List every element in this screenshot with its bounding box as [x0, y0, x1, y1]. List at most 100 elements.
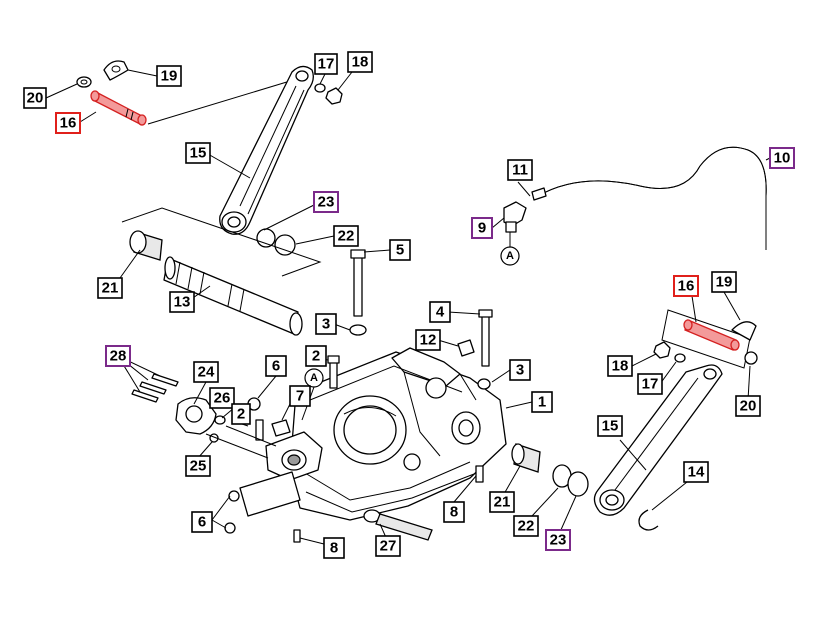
svg-text:21: 21 — [102, 280, 119, 297]
svg-text:22: 22 — [338, 228, 355, 245]
elbow-9 — [503, 201, 527, 227]
ref-marker-a-upper: A — [500, 232, 520, 266]
svg-text:20: 20 — [27, 90, 44, 107]
callout-19-upper: 19 — [156, 65, 182, 87]
washer-20-upper — [76, 76, 92, 88]
svg-text:12: 12 — [420, 332, 437, 349]
callout-16-upper: 16 — [55, 112, 81, 134]
lift-arm-15-upper — [219, 65, 343, 256]
svg-text:3: 3 — [322, 316, 330, 333]
callout-23-lower: 23 — [545, 529, 571, 551]
callout-17-lower: 17 — [637, 373, 663, 395]
nut-18-lower — [653, 341, 671, 359]
callout-4: 4 — [429, 301, 451, 323]
washer-17-upper — [314, 83, 326, 93]
svg-text:18: 18 — [612, 358, 629, 375]
svg-text:11: 11 — [512, 162, 528, 179]
bolt-5 — [349, 249, 367, 336]
pin-16-upper — [92, 91, 143, 125]
callout-14: 14 — [683, 461, 709, 483]
callout-5: 5 — [389, 239, 411, 261]
plug-12 — [457, 339, 475, 357]
circlip-14 — [638, 509, 659, 531]
part-7 — [271, 419, 291, 437]
callout-7: 7 — [289, 385, 311, 407]
lift-rod-10 — [503, 146, 767, 250]
washer-3-right — [477, 378, 491, 390]
callout-1: 1 — [531, 391, 553, 413]
callout-23-upper: 23 — [313, 191, 339, 213]
callout-22-lower: 22 — [513, 515, 539, 537]
callout-15-upper: 15 — [185, 142, 211, 164]
svg-text:15: 15 — [602, 418, 619, 435]
pin-8-right — [475, 465, 484, 483]
callout-19-lower: 19 — [711, 271, 737, 293]
washer-20-lower — [744, 351, 758, 365]
callout-12: 12 — [415, 329, 441, 351]
svg-text:1: 1 — [538, 394, 546, 411]
svg-text:8: 8 — [330, 540, 338, 557]
bolts-28 — [151, 373, 179, 387]
svg-text:17: 17 — [642, 376, 659, 393]
callout-3-left: 3 — [315, 313, 337, 335]
main-housing-1 — [289, 347, 507, 521]
callout-8-left: 8 — [323, 537, 345, 559]
callout-21-upper: 21 — [97, 277, 123, 299]
callout-9: 9 — [471, 217, 493, 239]
svg-text:8: 8 — [450, 504, 458, 521]
svg-text:19: 19 — [716, 274, 733, 291]
nut-6-lower-a — [228, 490, 240, 502]
bolt-4 — [478, 309, 493, 367]
right-bush-seals — [511, 443, 589, 497]
svg-text:22: 22 — [518, 518, 535, 535]
svg-text:18: 18 — [352, 54, 369, 71]
svg-text:10: 10 — [774, 150, 791, 167]
seal-22-upper — [274, 234, 296, 256]
svg-text:13: 13 — [174, 294, 191, 311]
upper-left-pin-assembly — [76, 60, 301, 126]
callout-18-lower: 18 — [607, 355, 633, 377]
svg-text:20: 20 — [740, 398, 757, 415]
bolt-2-upper — [327, 355, 340, 389]
callout-17-upper: 17 — [314, 53, 338, 75]
callout-10: 10 — [769, 147, 795, 169]
svg-text:26: 26 — [214, 390, 231, 407]
callout-2-upper: 2 — [305, 345, 327, 367]
svg-text:2: 2 — [312, 348, 320, 365]
ring-23-upper — [256, 228, 276, 248]
callout-20-upper: 20 — [23, 87, 47, 109]
callout-labels: 20 19 16 17 18 15 23 22 21 13 5 11 10 9 … — [23, 51, 795, 559]
svg-text:7: 7 — [296, 388, 304, 405]
callout-25: 25 — [185, 455, 211, 477]
svg-text:28: 28 — [110, 348, 127, 365]
svg-text:23: 23 — [318, 194, 335, 211]
callout-18-upper: 18 — [347, 51, 373, 73]
bolt-2-lower — [255, 419, 264, 441]
callout-20-lower: 20 — [735, 395, 761, 417]
svg-text:4: 4 — [436, 304, 445, 321]
svg-text:15: 15 — [190, 145, 207, 162]
svg-text:9: 9 — [478, 220, 486, 237]
svg-text:5: 5 — [396, 242, 404, 259]
svg-text:14: 14 — [688, 464, 705, 481]
svg-text:2: 2 — [237, 406, 245, 423]
svg-text:16: 16 — [60, 115, 77, 132]
callout-8-right: 8 — [443, 501, 465, 523]
left-cover-group — [131, 373, 323, 543]
svg-text:21: 21 — [494, 494, 511, 511]
callout-26: 26 — [209, 387, 235, 409]
clip-19-lower — [731, 321, 757, 341]
lift-arm-15-lower — [593, 341, 723, 531]
callout-11: 11 — [507, 159, 533, 181]
svg-text:A: A — [310, 372, 318, 384]
nut-11 — [531, 187, 547, 201]
svg-text:17: 17 — [318, 56, 335, 73]
ring-23-lower — [567, 471, 589, 497]
callout-15-lower: 15 — [597, 415, 623, 437]
callout-27: 27 — [375, 535, 401, 557]
svg-text:16: 16 — [678, 278, 695, 295]
svg-text:3: 3 — [516, 362, 524, 379]
dipstick-27 — [363, 509, 433, 541]
svg-text:A: A — [506, 250, 514, 262]
